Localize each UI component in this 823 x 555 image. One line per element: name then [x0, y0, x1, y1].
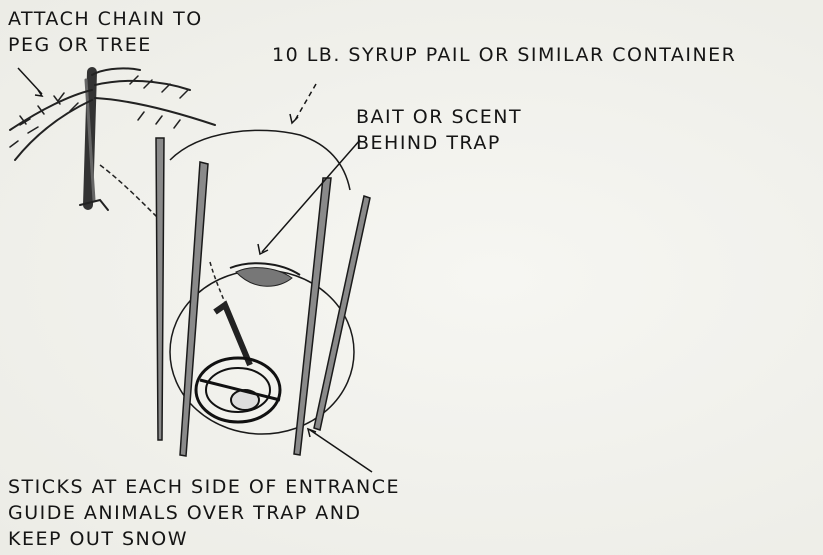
sticks-line-1: STICKS AT EACH SIDE OF ENTRANCE: [8, 474, 400, 500]
sticks-line-2: GUIDE ANIMALS OVER TRAP AND: [8, 500, 400, 526]
syrup-pail-label: 10 LB. SYRUP PAIL OR SIMILAR CONTAINER: [272, 42, 736, 68]
bait-line-2: BEHIND TRAP: [356, 130, 522, 156]
entrance-sticks: [156, 138, 370, 456]
tree: [10, 68, 215, 210]
attach-chain-line-1: ATTACH CHAIN TO: [8, 6, 203, 32]
sticks-line-3: KEEP OUT SNOW: [8, 526, 400, 552]
bait: [236, 268, 292, 287]
bait-line-1: BAIT OR SCENT: [356, 104, 522, 130]
leghold-trap: [196, 305, 280, 422]
attach-chain-label: ATTACH CHAIN TO PEG OR TREE: [8, 6, 203, 58]
attach-chain-line-2: PEG OR TREE: [8, 32, 203, 58]
syrup-pail-line: 10 LB. SYRUP PAIL OR SIMILAR CONTAINER: [272, 42, 736, 68]
sticks-label: STICKS AT EACH SIDE OF ENTRANCE GUIDE AN…: [8, 474, 400, 552]
bait-label: BAIT OR SCENT BEHIND TRAP: [356, 104, 522, 156]
